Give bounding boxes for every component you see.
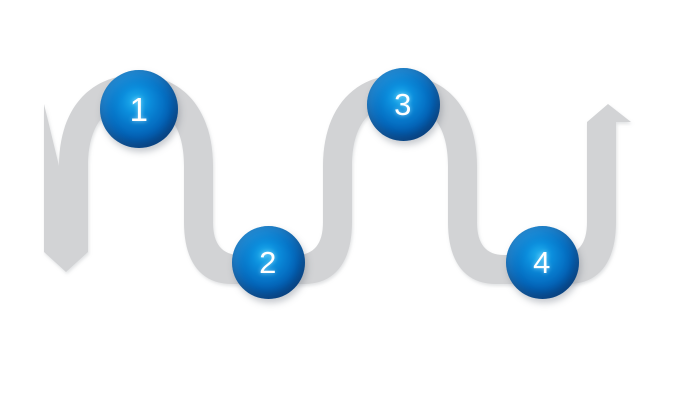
sphere-icon	[366, 67, 440, 141]
step-node-label: 4	[533, 244, 551, 280]
step-node-1[interactable]: 1	[100, 70, 178, 148]
wave-ribbon-path	[44, 75, 631, 284]
step-node-4[interactable]: 4	[505, 225, 579, 299]
step-node-2[interactable]: 2	[231, 225, 305, 299]
sphere-icon	[231, 225, 305, 299]
step-node-label: 3	[394, 86, 412, 122]
step-node-label: 1	[129, 90, 149, 128]
sphere-icon	[100, 70, 178, 148]
sphere-icon	[505, 225, 579, 299]
step-node-label: 2	[259, 244, 277, 280]
step-node-3[interactable]: 3	[366, 67, 440, 141]
